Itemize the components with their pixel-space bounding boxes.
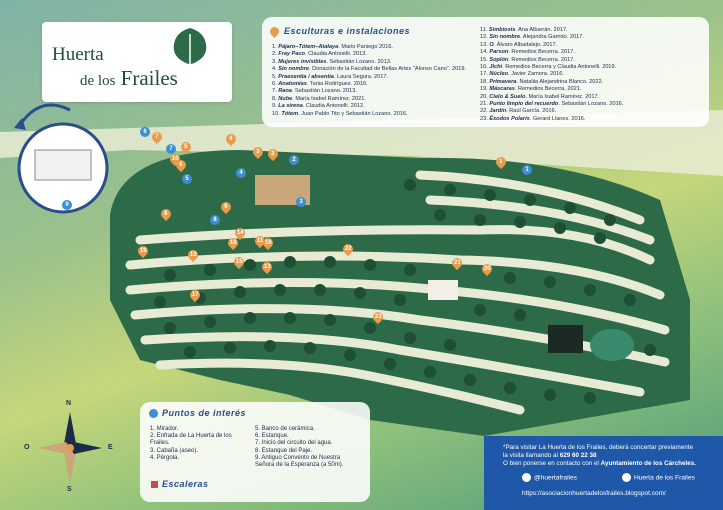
escultura-item: 15. Soplón. Remedios Becerra. 2017.	[480, 56, 575, 63]
punto-item: Señora de la Esperanza (a 50m).	[255, 462, 344, 469]
visit-text: *Para visitar La Huerta de los Frailes, …	[503, 444, 696, 467]
poi-marker[interactable]: 8	[210, 215, 220, 225]
poi-marker[interactable]: 7	[166, 144, 176, 154]
escultura-item: 21. Punto limpio del recuerdo. Sebastián…	[480, 101, 624, 108]
convent-arrow	[18, 103, 71, 126]
poi-marker[interactable]: 4	[236, 168, 246, 178]
poi-marker[interactable]: 2	[289, 155, 299, 165]
location-pin-icon	[268, 25, 281, 38]
punto-item: 7. Inicio del circuito del agua.	[255, 440, 333, 447]
escultura-item: 9. La sirena. Claudia Antonelli. 2012.	[272, 103, 365, 110]
escaleras-label: Escaleras	[162, 479, 209, 489]
punto-item: 5. Banco de cerámica.	[255, 426, 315, 432]
escultura-item: 3. Mujeres invisibles. Sebastián Lozano.…	[272, 58, 392, 65]
trees	[154, 179, 656, 404]
fig-leaf-icon	[173, 28, 207, 68]
escultura-item: 17. Núcleo. Javier Zamora. 2016.	[480, 71, 564, 78]
punto-item: 2. Enfrada de La Huerta de los	[150, 433, 232, 440]
escultura-item: 23. Éxodos Polaris. Gerard Llanes. 2016.	[480, 115, 586, 122]
water-tank-square	[548, 325, 583, 353]
esculturas-panel: Esculturas e instalaciones 1. Pájaro–Tót…	[262, 17, 709, 127]
compass-o: O	[24, 444, 30, 451]
escultura-item: 2. Fray Paco. Claudia Antonelli. 2013.	[272, 51, 367, 58]
puntos-panel: Puntos de interés 1. Mirador.2. Enfrada …	[140, 402, 370, 502]
compass-s: S	[67, 486, 72, 493]
punto-item: 1. Mirador.	[150, 426, 179, 432]
logo: Huerta de los Frailes	[42, 22, 232, 102]
convent-building	[34, 149, 92, 181]
escultura-item: 16. Jichi. Remedios Becerra y Claudia An…	[480, 64, 617, 71]
escultura-item: 4. Sin nombre. Donación de la Facultad d…	[272, 66, 466, 73]
esculturas-list-col1: 1. Pájaro–Tótem–Atalaya. Mario Paniego 2…	[272, 44, 466, 118]
escultura-item: 6. Anatomías. Tania Rodríguez. 2016.	[272, 81, 368, 88]
poi-marker[interactable]: 1	[522, 165, 532, 175]
escultura-item: 19. Máscaras. Remedios Becerra. 2021.	[480, 86, 582, 93]
escultura-item: 11. Simbiosis. Ana Albarrán. 2017.	[480, 27, 568, 33]
escultura-item: 12. Sin nombre. Alejandra Garrido. 2017.	[480, 34, 584, 41]
instagram-icon	[522, 473, 531, 482]
convent-arrow-head	[14, 118, 26, 130]
punto-item: 6. Estanque.	[255, 433, 289, 440]
visit-info-box: *Para visitar La Huerta de los Frailes, …	[484, 436, 723, 510]
visit-phone[interactable]: 629 60 22 38	[559, 452, 597, 459]
logo-line2: de los Frailes	[80, 66, 178, 90]
building-small	[428, 280, 458, 300]
puntos-title: Puntos de interés	[162, 408, 247, 418]
water-tank-round	[590, 329, 634, 361]
compass-rose: N S E O	[20, 400, 120, 496]
escultura-item: 5. Praesentia / absentia. Laura Segura. …	[272, 73, 389, 80]
blog-link[interactable]: https://asociacionhuertadelosfrailes.blo…	[522, 490, 666, 497]
escultura-item: 8. Nube. María Isabel Ramírez. 2021.	[272, 95, 366, 102]
poi-marker[interactable]: 5	[182, 174, 192, 184]
instagram-link[interactable]: @huertafrailes	[522, 473, 577, 482]
blue-dot-icon	[149, 409, 158, 418]
esculturas-list-col2: 11. Simbiosis. Ana Albarrán. 2017.12. Si…	[480, 27, 623, 123]
compass-e: E	[108, 444, 113, 451]
facebook-link[interactable]: Huerta de los Frailes	[622, 473, 695, 482]
poi-marker[interactable]: 6	[140, 127, 150, 137]
stairs-icon	[151, 481, 158, 488]
logo-line1: Huerta	[52, 44, 104, 65]
puntos-list-col2: 5. Banco de cerámica.6. Estanque.7. Inic…	[255, 426, 343, 469]
punto-item: Frailes.	[150, 440, 170, 447]
poi-marker[interactable]: 9	[62, 200, 72, 210]
escultura-item: 22. Jardín. Raúl García. 2016.	[480, 108, 557, 115]
esculturas-title: Esculturas e instalaciones	[284, 26, 411, 36]
poi-marker[interactable]: 3	[296, 197, 306, 207]
punto-item: 9. Antiguo Convento de Nuestra	[255, 454, 341, 461]
escultura-item: 18. Primavera. Nataliia Alejandrina Blan…	[480, 78, 604, 85]
puntos-list-col1: 1. Mirador.2. Enfrada de La Huerta de lo…	[150, 426, 232, 462]
escultura-item: 1. Pájaro–Tótem–Atalaya. Mario Paniego 2…	[272, 44, 393, 50]
escultura-item: 20. Cielo & Suelo. María Isabel Ramírez.…	[480, 93, 600, 100]
compass-icon	[38, 412, 102, 484]
escultura-item: 10. Tótem. Juan Pablo Tito y Sebastián L…	[272, 110, 408, 117]
punto-item: 3. Cabaña (aseo).	[150, 447, 199, 454]
punto-item: 4. Pérgola.	[150, 454, 180, 461]
compass-n: N	[66, 400, 72, 407]
punto-item: 8. Estanque del Paje.	[255, 447, 313, 454]
facebook-icon	[622, 473, 631, 482]
escultura-item: 13. O. Álvaro Albadalejo. 2017.	[480, 41, 558, 48]
escultura-item: 7. Rana. Sebastián Lozano. 2013.	[272, 88, 357, 95]
escultura-item: 14. Parson. Remedios Becerra. 2017.	[480, 49, 575, 56]
